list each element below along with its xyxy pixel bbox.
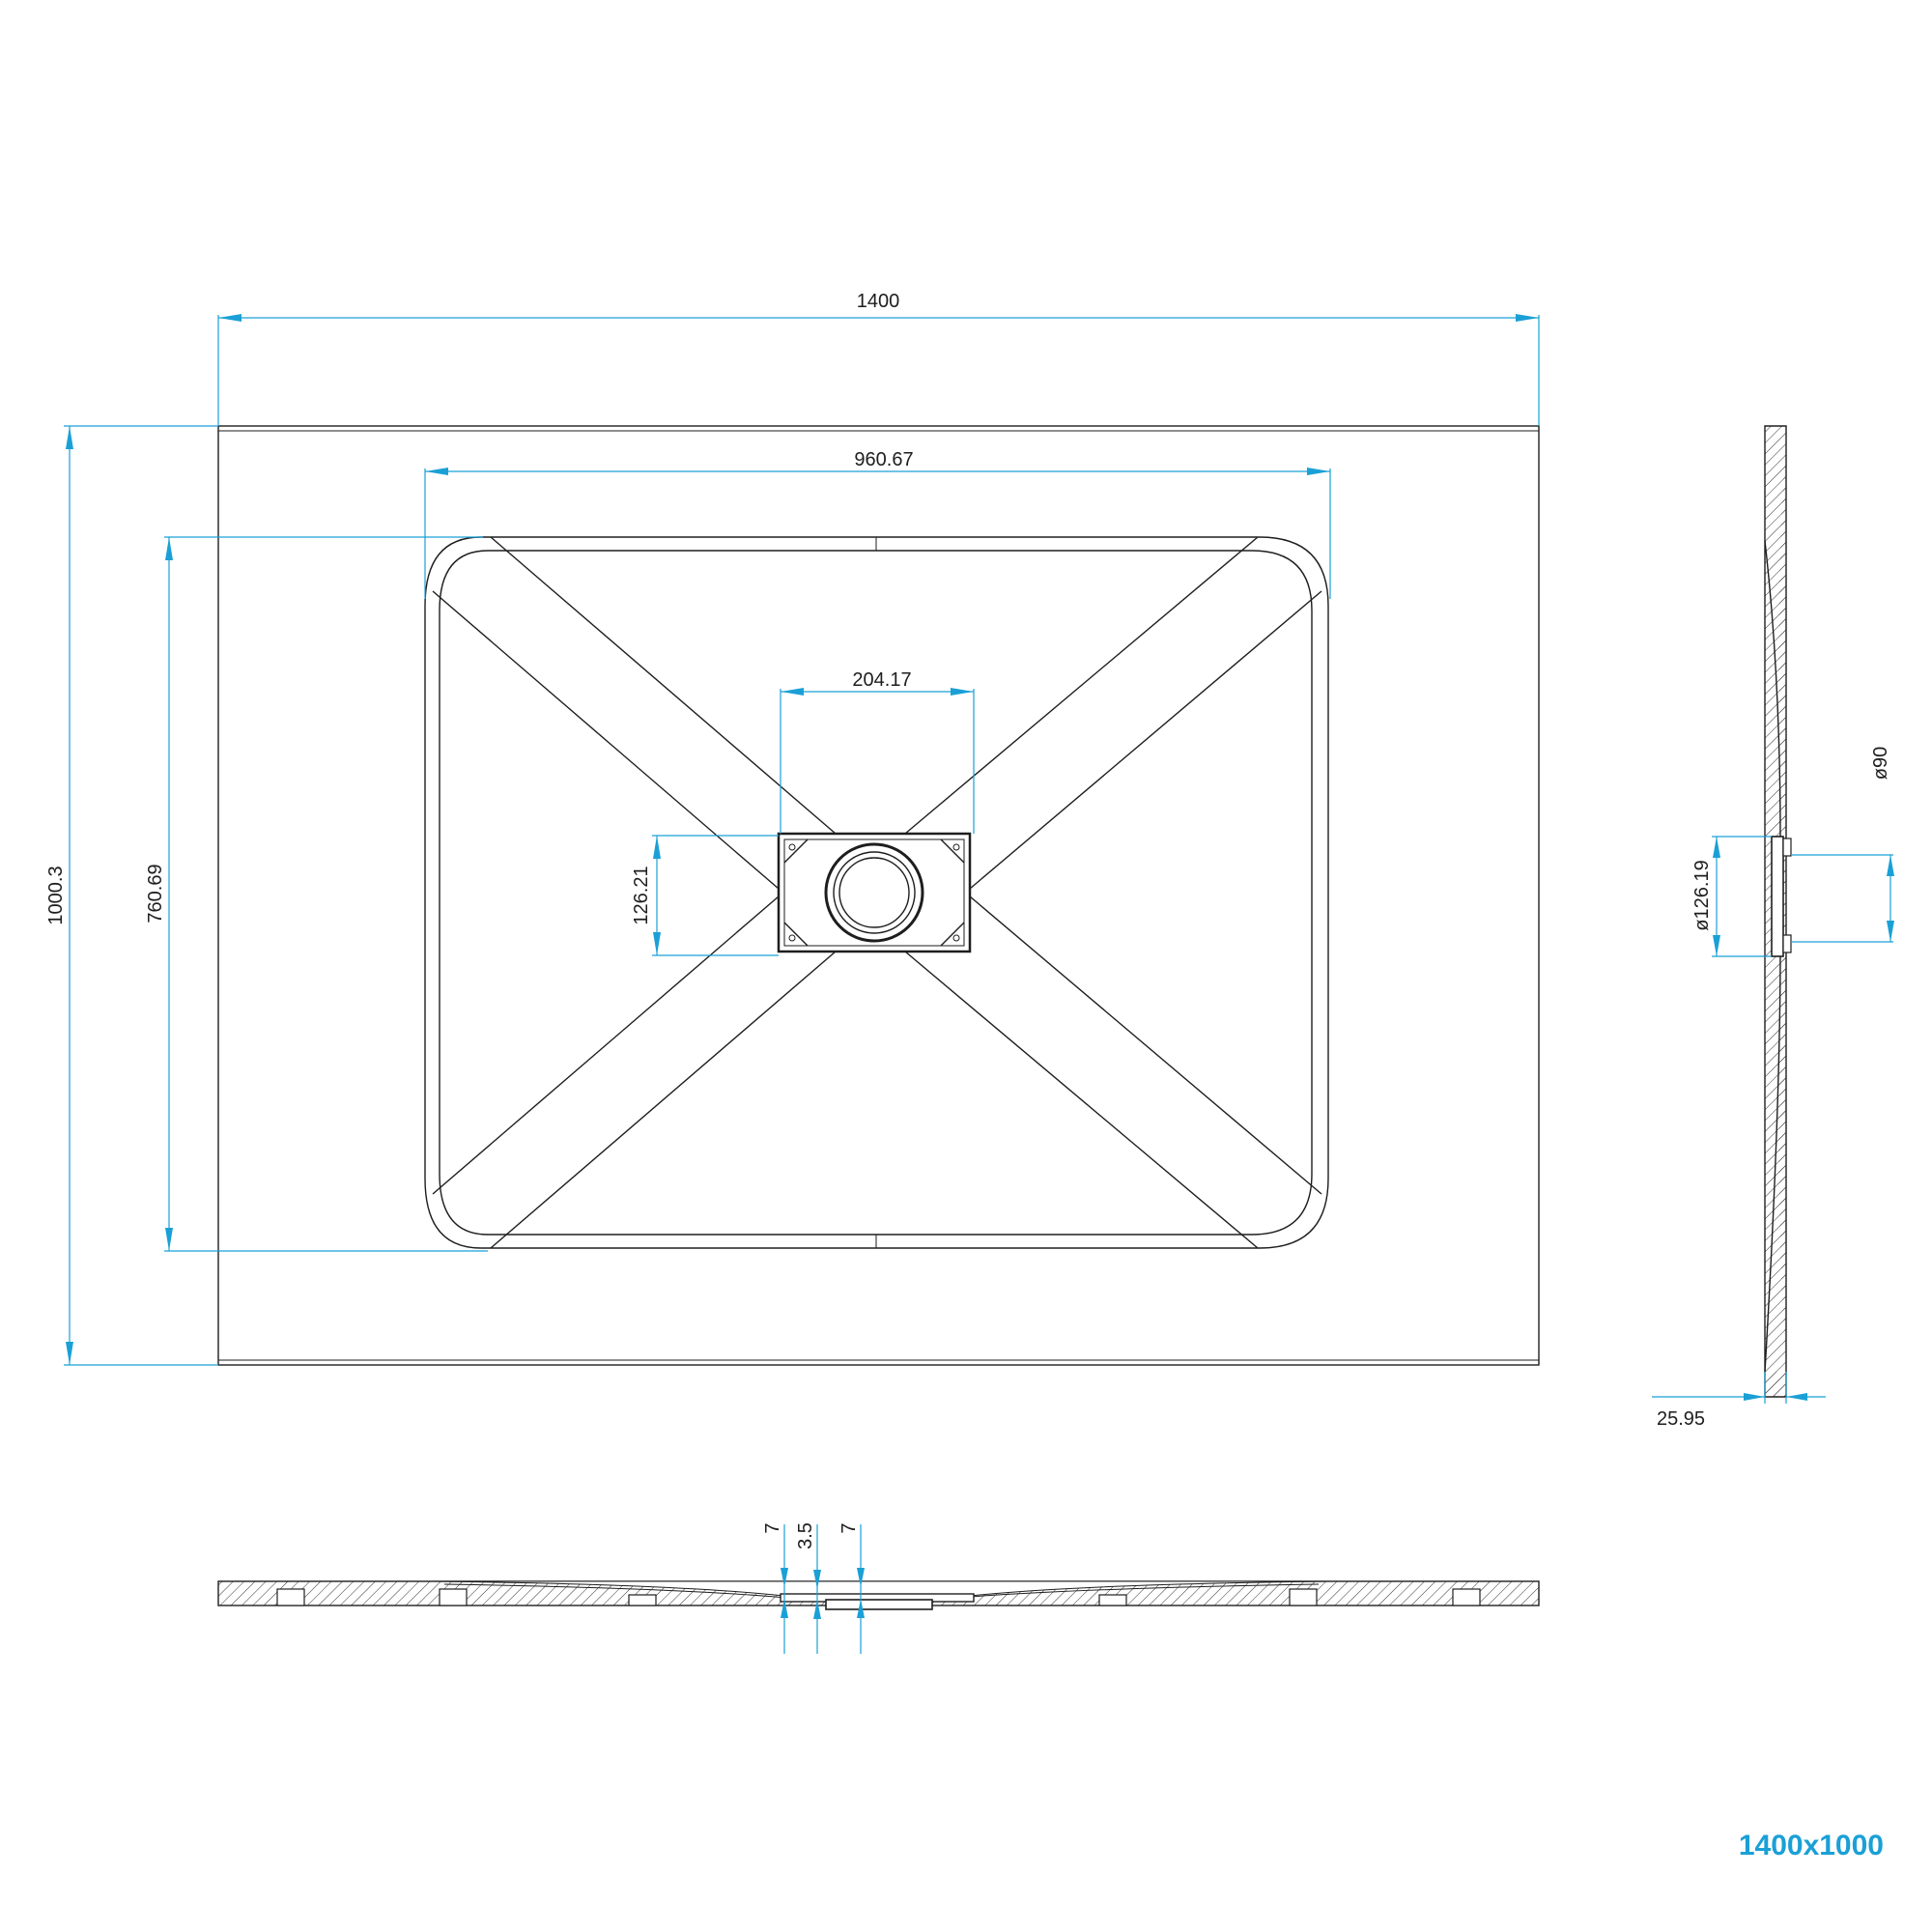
side-drain-flange <box>1782 838 1792 857</box>
drain-outlet-outer <box>824 842 924 943</box>
section-notch-3 <box>628 1594 657 1606</box>
section-notch-1 <box>276 1588 305 1606</box>
basin-outer-outline <box>424 536 1329 1249</box>
dim-overall-height: 1000.3 <box>45 425 218 1366</box>
dim-side-drain: ø126.19 <box>1691 836 1772 957</box>
dim-label-drain-height: 126.21 <box>631 866 652 924</box>
dim-label-section-center: 3.5 <box>795 1522 816 1549</box>
drain-outlet-inner <box>838 857 910 928</box>
drain-corner-bl <box>783 922 809 947</box>
drain-screw-br <box>952 934 960 942</box>
dim-inner-height: 760.69 <box>145 536 488 1252</box>
section-drain-outlet <box>825 1599 933 1610</box>
dim-label-thickness: 25.95 <box>1657 1408 1705 1430</box>
drain-plate-inner <box>783 838 965 947</box>
dim-label-outlet-diameter: ø90 <box>1870 747 1891 780</box>
dim-inner-width: 960.67 <box>424 449 1331 599</box>
dim-label-overall-width: 1400 <box>857 291 900 312</box>
slope-line-top-left <box>490 536 837 835</box>
slope-line-bottom-right-b <box>969 895 1322 1195</box>
dim-section-left: 7 <box>762 1522 788 1654</box>
side-view: ø90 ø126.19 25.95 <box>1652 425 1894 1430</box>
tray-outline <box>217 425 1540 1366</box>
slope-line-top-right-b <box>969 590 1322 890</box>
dim-label-inner-height: 760.69 <box>145 864 166 923</box>
dim-label-drain-width: 204.17 <box>852 669 911 691</box>
drain-corner-tr <box>940 838 965 864</box>
dim-label-drain-diameter: ø126.19 <box>1691 860 1713 930</box>
side-drain-flange-b <box>1782 934 1792 953</box>
plan-view: 1400 960.67 204.17 1000.3 <box>45 291 1540 1366</box>
section-notch-4 <box>1098 1594 1127 1606</box>
section-notch-5 <box>1289 1588 1318 1606</box>
product-size-label: 1400x1000 <box>1739 1830 1884 1861</box>
drain-outlet-mid <box>833 851 916 934</box>
slope-line-bottom-left-b <box>432 895 780 1195</box>
section-notch-2 <box>439 1588 468 1606</box>
section-notch-6 <box>1452 1588 1481 1606</box>
dim-side-outlet: ø90 <box>1791 747 1894 943</box>
side-drain-body <box>1771 836 1784 957</box>
dim-label-inner-width: 960.67 <box>854 449 913 470</box>
dim-section-center: 3.5 <box>795 1522 821 1654</box>
section-view: 7 3.5 7 <box>217 1522 1540 1654</box>
slope-line-top-right <box>904 536 1259 835</box>
dim-side-thickness: 25.95 <box>1652 1372 1826 1430</box>
drain-assembly <box>777 832 972 953</box>
drain-screw-tl <box>788 843 796 851</box>
dim-overall-width: 1400 <box>217 291 1540 426</box>
slope-line-bottom-left <box>490 951 837 1249</box>
dim-section-right: 7 <box>838 1522 865 1654</box>
drain-corner-br <box>940 922 965 947</box>
drain-corner-tl <box>783 838 809 864</box>
section-slope-line <box>443 1583 1320 1599</box>
side-drain <box>1771 836 1792 957</box>
drain-screw-bl <box>788 934 796 942</box>
dim-drain-height: 126.21 <box>631 835 779 956</box>
dim-label-overall-height: 1000.3 <box>45 866 67 924</box>
basin-inner-outline <box>439 550 1313 1236</box>
drain-screw-tr <box>952 843 960 851</box>
dim-label-section-left: 7 <box>762 1522 783 1533</box>
dim-drain-width: 204.17 <box>780 669 975 834</box>
slope-line-top-left-b <box>432 590 780 890</box>
dim-label-section-right: 7 <box>838 1522 860 1533</box>
slope-line-bottom-right <box>904 951 1259 1249</box>
